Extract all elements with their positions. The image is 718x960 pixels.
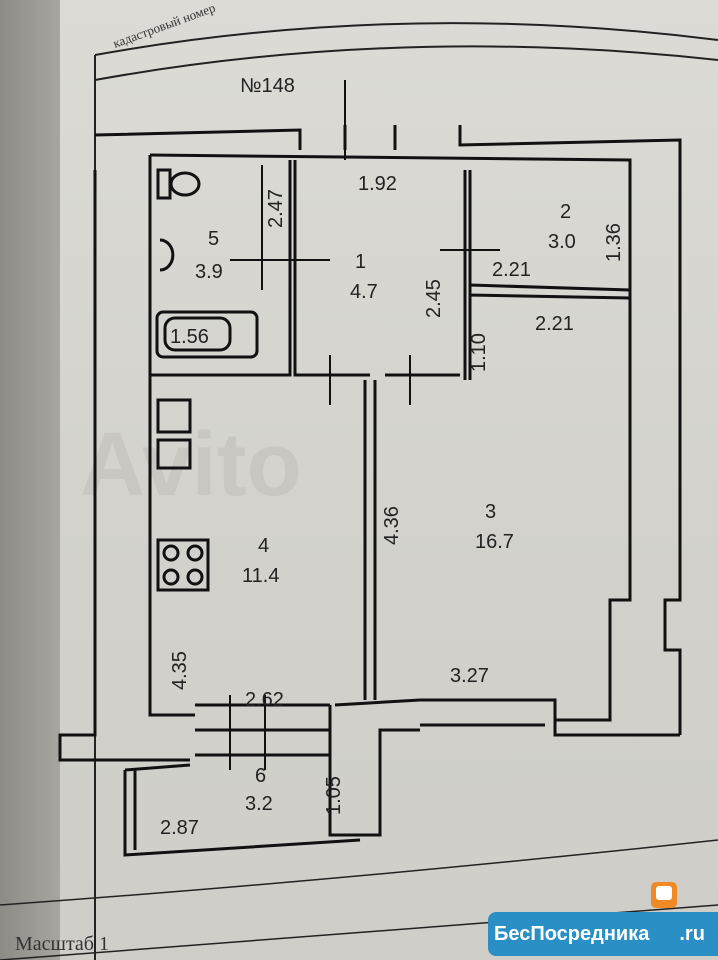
dim-3-27: 3.27 — [450, 665, 489, 687]
apartment-number: №148 — [240, 75, 295, 97]
dim-4-35: 4.35 — [169, 651, 191, 690]
room-1-number: 1 — [355, 251, 366, 273]
dim-2-62: 2.62 — [245, 689, 284, 711]
dim-1-92: 1.92 — [358, 173, 397, 195]
bathtub-icon — [155, 310, 259, 359]
watermark-logo: БесПосредника .ru — [488, 882, 718, 956]
dim-4-36: 4.36 — [381, 506, 403, 545]
room-3-number: 3 — [485, 501, 496, 523]
room-5-number: 5 — [208, 228, 219, 250]
dim-1-05: 1.05 — [323, 776, 345, 815]
dim-2-45: 2.45 — [423, 279, 445, 318]
dim-1-10: 1.10 — [468, 333, 490, 372]
dim-2-21-b: 2.21 — [535, 313, 574, 335]
dim-2-47: 2.47 — [265, 189, 287, 228]
stove-icon — [156, 538, 210, 592]
room-1-area: 4.7 — [350, 281, 378, 303]
room-3-area: 16.7 — [475, 531, 514, 553]
watermark-brand: БесПосредника — [494, 923, 650, 945]
watermark-tld: .ru — [679, 923, 705, 945]
dimension-ticks — [229, 80, 500, 770]
room-6-number: 6 — [255, 765, 266, 787]
dim-2-87: 2.87 — [160, 817, 199, 839]
room-4-number: 4 — [258, 535, 269, 557]
dim-1-36: 1.36 — [603, 223, 625, 262]
room-2-area: 3.0 — [548, 231, 576, 253]
room-2-number: 2 — [560, 201, 571, 223]
dim-2-21-a: 2.21 — [492, 259, 531, 281]
kitchen-sink-icon — [156, 398, 192, 470]
sink-icon — [159, 238, 175, 272]
room-5-area: 3.9 — [195, 261, 223, 283]
toilet-icon — [156, 168, 201, 200]
room-6-area: 3.2 — [245, 793, 273, 815]
room-4-area: 11.4 — [242, 565, 279, 587]
scale-label: Масштаб 1 — [15, 933, 109, 955]
mascot-icon — [651, 882, 678, 956]
bathtub-size: 1.56 — [170, 326, 209, 348]
